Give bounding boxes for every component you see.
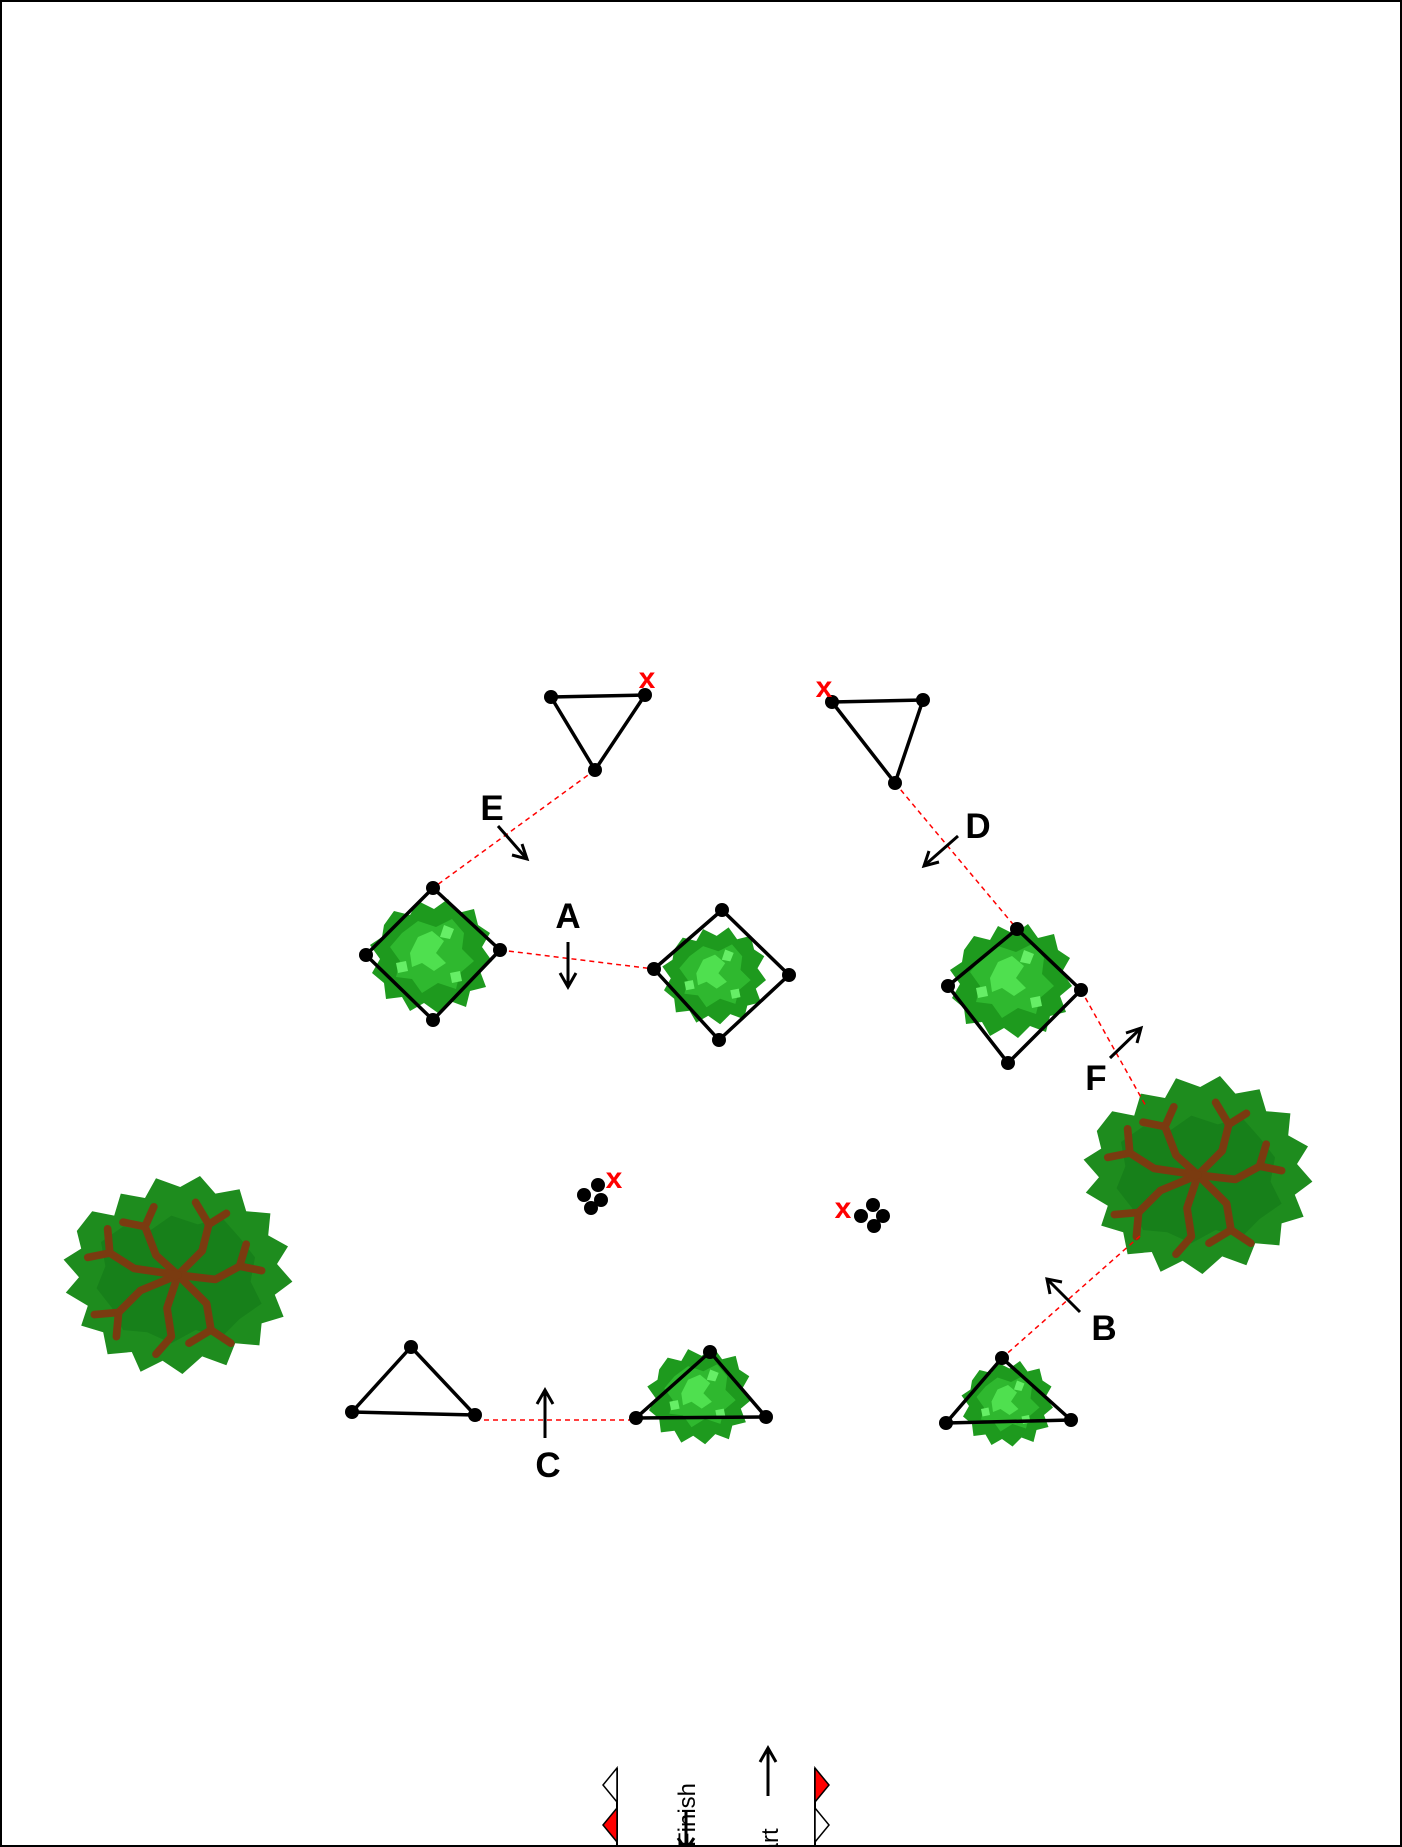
triangle-obstacle (345, 1340, 482, 1422)
triangle-obstacle (544, 688, 652, 777)
course-line (433, 770, 1147, 1420)
x-marker: x (639, 662, 656, 695)
flag-icon (603, 1768, 617, 1842)
tree-icon (64, 1176, 293, 1374)
leg-label-b: B (1091, 1309, 1116, 1348)
bush-icon (370, 899, 492, 1013)
bush-icon (950, 924, 1072, 1038)
leg-label-c: C (535, 1446, 560, 1485)
x-marker: x (816, 671, 833, 704)
flag-icon (815, 1768, 829, 1842)
triangle-obstacle (825, 693, 930, 790)
leg-label-a: A (555, 897, 580, 936)
x-marker: x (835, 1192, 852, 1225)
x-marker: x (606, 1162, 623, 1195)
start-label: Start (757, 1828, 784, 1847)
start-finish-gate: Finish Start (603, 1748, 829, 1847)
pole-cluster-icon (577, 1178, 608, 1215)
arrow-icon (924, 836, 958, 866)
leg-label-e: E (480, 789, 503, 828)
leg-label-f: F (1085, 1059, 1106, 1098)
arrow-icon (560, 942, 576, 987)
pole-cluster-icon (854, 1198, 890, 1233)
tree-icon (1084, 1076, 1313, 1274)
arrow-icon (1047, 1279, 1080, 1312)
arrow-icon (760, 1748, 776, 1796)
arrow-icon (1110, 1028, 1141, 1058)
arrow-icon (537, 1390, 553, 1438)
leg-label-d: D (965, 807, 990, 846)
bush-icon (962, 1361, 1054, 1447)
